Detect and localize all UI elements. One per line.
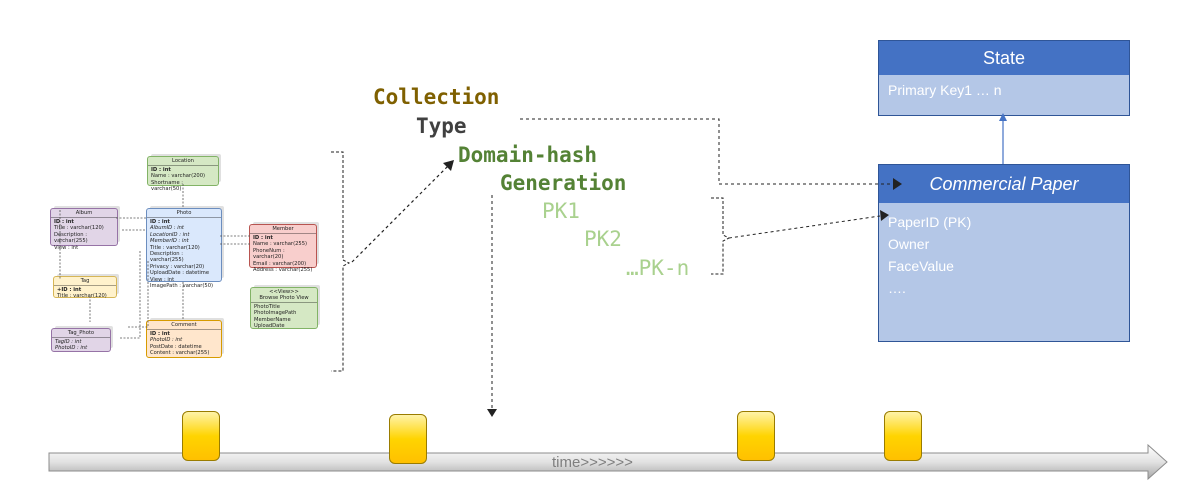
er-table-title: Comment [147, 321, 221, 330]
state-table: State Primary Key1 … n [878, 40, 1130, 116]
label-pk1: PK1 [542, 199, 580, 223]
er-table-album: Album ID : int Title : varchar(120) Desc… [50, 208, 118, 251]
paper-field-more: …. [888, 280, 906, 296]
er-field: Title : varchar(120) [150, 244, 200, 251]
arrow-head-domain-hash [443, 160, 454, 171]
er-field: ID : int [253, 235, 273, 241]
er-table-title: Location [148, 157, 218, 166]
er-field: ID : int [151, 167, 171, 173]
arrow-head-paperid [880, 210, 889, 221]
er-field: Name : varchar(255) [253, 241, 308, 248]
label-type: Type [416, 114, 467, 138]
state-table-body: Primary Key1 … n [879, 75, 1129, 115]
er-field: Content : varchar(255) [150, 350, 210, 357]
er-table-title: Tag_Photo [52, 329, 110, 338]
er-table-photo: Photo ID : int AlbumID : int LocationID … [146, 208, 222, 289]
er-table-comment: Comment ID : int PhotoID : int PostDate … [146, 320, 222, 358]
paper-field-owner: Owner [888, 236, 930, 252]
label-generation: Generation [500, 171, 627, 195]
er-table-title: Member [250, 225, 316, 234]
arrow-head-collection-paper [893, 178, 902, 190]
er-table-title: Album [51, 209, 117, 218]
er-field: Description : varchar(255) [150, 251, 184, 264]
er-field: View : int [150, 276, 175, 283]
state-table-row: Primary Key1 … n [888, 82, 1002, 98]
er-table-tag: Tag +ID : int Title : varchar(120) [53, 276, 117, 300]
arrow-head-generation-down [487, 409, 497, 417]
label-collection: Collection [373, 85, 500, 109]
er-field: Shortname : varchar(50) [151, 179, 184, 193]
er-field: Title : varchar(120) [54, 225, 104, 232]
er-diagram: Location ID : int Name : varchar(200) Sh… [45, 148, 335, 363]
label-pk2: PK2 [584, 227, 622, 251]
er-table-title: Photo [147, 209, 221, 218]
er-field: Privacy : varchar(20) [150, 263, 205, 270]
er-field: View : int [54, 244, 79, 251]
pk-bracket [711, 197, 731, 275]
er-field: +ID : int [57, 287, 82, 293]
er-view-stereotype: <<View>> [269, 289, 299, 295]
er-field: Email : varchar(200) [253, 260, 307, 267]
er-field: PhotoImagePath [254, 310, 297, 317]
er-view-title: <<View>> Browse Photo View [251, 288, 317, 303]
er-bracket [331, 151, 351, 372]
timeline-label: time>>>>>> [552, 454, 633, 471]
arrow-pk-paperid [728, 215, 881, 239]
er-table-location: Location ID : int Name : varchar(200) Sh… [147, 156, 219, 192]
er-field: UploadDate : datetime [150, 270, 210, 277]
er-field: ID : int [150, 219, 170, 225]
state-table-title: State [879, 41, 1129, 75]
arrow-head-paper-state [999, 113, 1007, 121]
er-field: AlbumID : int [150, 225, 184, 232]
er-field: PostDate : datetime [150, 343, 202, 350]
er-field: TagID : int [55, 339, 82, 345]
milestone-4 [884, 411, 922, 461]
er-field: Description : varchar(255) [54, 231, 88, 245]
er-field: MemberID : int [150, 238, 189, 245]
milestone-1 [182, 411, 220, 461]
milestone-2 [389, 414, 427, 464]
er-field: UploadDate [254, 323, 285, 330]
label-domain-hash: Domain-hash [458, 143, 598, 167]
er-table-member: Member ID : int Name : varchar(255) Phon… [249, 224, 317, 273]
arrow-to-domain-hash [351, 165, 449, 263]
er-field: Title : varchar(120) [57, 293, 107, 300]
er-field: ImagePath : varchar(50) [150, 283, 214, 290]
er-field: Address : varchar(255) [253, 267, 313, 274]
milestone-3 [737, 411, 775, 461]
er-field: Name : varchar(200) [151, 173, 206, 180]
er-field: PhotoID : int [55, 345, 88, 352]
er-table-title: Browse Photo View [259, 295, 309, 301]
link-collection-paper [520, 118, 895, 185]
er-field: ID : int [54, 219, 74, 225]
commercial-paper-title: Commercial Paper [879, 165, 1129, 203]
er-table-title: Tag [54, 277, 116, 286]
er-relations [59, 184, 250, 339]
commercial-paper-body: PaperID (PK) Owner FaceValue …. [879, 203, 1129, 341]
er-field: MemberName [254, 316, 291, 323]
paper-field-id: PaperID (PK) [888, 214, 972, 230]
commercial-paper-table: Commercial Paper PaperID (PK) Owner Face… [878, 164, 1130, 342]
er-table-tag-photo: Tag_Photo TagID : int PhotoID : int [51, 328, 111, 352]
er-field: PhotoTitle [254, 304, 280, 310]
er-view-browse-photo: <<View>> Browse Photo View PhotoTitle Ph… [250, 287, 318, 329]
er-field: ID : int [150, 331, 170, 337]
label-pk-n: …PK-n [626, 256, 690, 280]
er-field: PhotoID : int [150, 337, 183, 344]
paper-field-facevalue: FaceValue [888, 258, 954, 274]
er-field: PhoneNum : varchar(20) [253, 247, 285, 261]
er-field: LocationID : int [150, 231, 190, 238]
